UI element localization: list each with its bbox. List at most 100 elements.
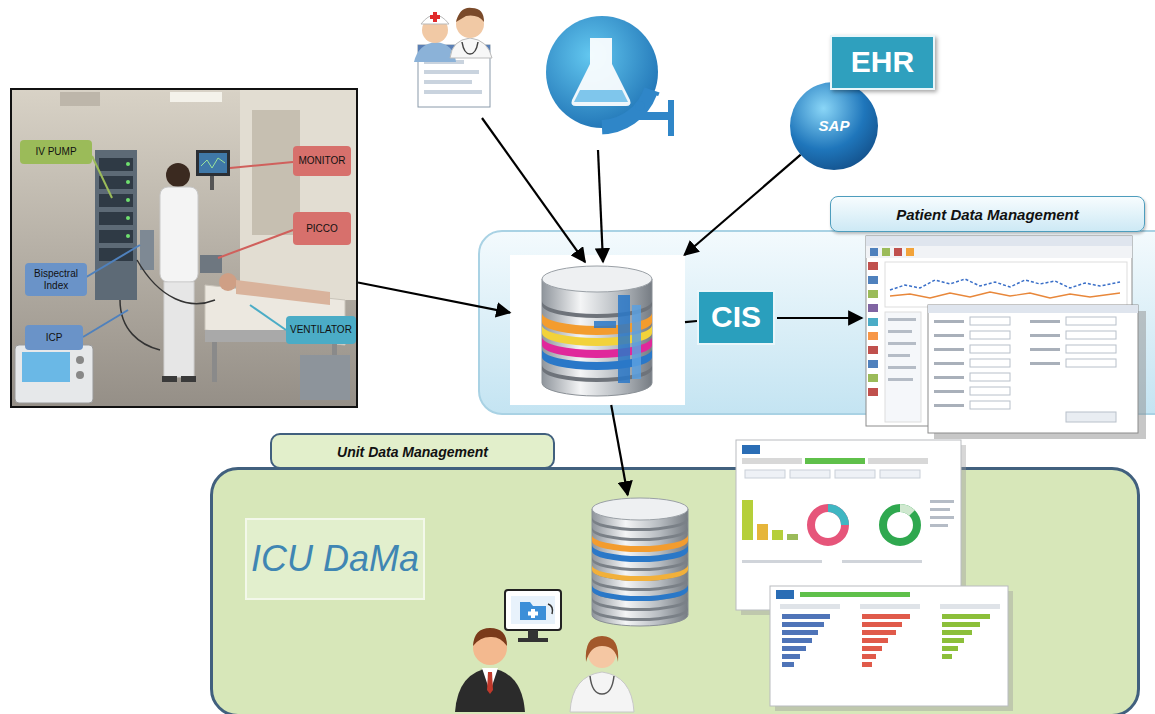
cis-screenshot-part — [868, 318, 878, 326]
cis-screenshot-part — [866, 246, 1132, 258]
cis-screenshot-part — [1030, 334, 1060, 337]
users-icon-part — [520, 602, 546, 620]
dashboard-screens — [736, 440, 1013, 711]
cis-screenshot-part — [934, 390, 964, 393]
users-icon-part — [518, 638, 548, 642]
cis-screenshot-part — [970, 373, 1010, 381]
database-body — [592, 509, 688, 626]
flow-arrow — [358, 283, 510, 313]
cis-screenshot-part — [888, 318, 916, 321]
cis-screenshot-part — [888, 342, 916, 345]
dashboard-screens-part — [742, 560, 822, 563]
icu-photo-part — [99, 230, 133, 243]
dashboard-screens-part — [862, 630, 896, 635]
app-title-box: ICU DaMa — [245, 518, 425, 600]
icu-photo-part — [15, 345, 93, 403]
lab-icon-part — [546, 16, 658, 128]
dashboard-screens-part — [782, 654, 800, 659]
dashboard-screens-part — [828, 508, 845, 525]
cis-screenshot-part — [868, 360, 878, 368]
dashboard-screens-part — [862, 622, 902, 627]
dashboard-screens-part — [742, 445, 760, 454]
cis-screenshot-part — [906, 248, 914, 256]
clinician-icon-part — [414, 42, 456, 62]
clinician-icon — [414, 8, 492, 107]
database-bar — [618, 295, 630, 383]
sap-sphere: SAP — [790, 82, 878, 170]
cis-screenshot-part — [934, 348, 964, 351]
dashboard-screens-part — [782, 662, 794, 667]
icu-photo-part — [22, 352, 70, 382]
cis-screenshot-part — [888, 330, 912, 333]
icu-photo-part — [83, 245, 140, 279]
icu-photo-part — [140, 230, 154, 270]
dashboard-screens-part — [842, 560, 922, 563]
node-label: ICU DaMa — [251, 538, 419, 579]
database-body — [542, 279, 652, 396]
cis-screenshot-part — [890, 279, 1120, 290]
node-label: MONITOR — [298, 155, 345, 167]
icu-photo-part — [196, 150, 230, 176]
static-arrows — [482, 118, 862, 318]
users-icon-part — [455, 668, 525, 712]
cis-screenshot-part — [934, 362, 964, 365]
cis-screenshot-part — [870, 248, 878, 256]
dashboard-screens-part — [942, 630, 972, 635]
icu-photo-part — [76, 356, 84, 364]
equipment-label: MONITOR — [293, 146, 351, 176]
icu-photo-part — [170, 92, 222, 102]
dashboard-screens-part — [930, 524, 948, 527]
lab-icon-part — [635, 101, 645, 111]
dashboard-screens-part — [900, 508, 912, 513]
database-band — [592, 535, 688, 552]
cis-screenshot-part — [868, 374, 878, 382]
dashboard-screens-part — [742, 500, 753, 540]
cis-screenshot-part — [890, 292, 1120, 298]
dashboard-screens-part — [942, 614, 990, 619]
dashboard-screens-part — [782, 646, 806, 651]
lab-icon-part — [668, 100, 674, 136]
cis-screenshot-part — [970, 387, 1010, 395]
node-label: EHR — [851, 45, 914, 80]
dashboard-screens-part — [757, 524, 768, 540]
flow-arrow — [685, 321, 697, 322]
icu-photo-part — [126, 216, 130, 220]
dashboard-screens-part — [930, 508, 950, 511]
cis-screenshot-part — [885, 262, 1127, 307]
database-icon — [580, 495, 700, 630]
clinician-icon-part — [456, 8, 484, 22]
node-label: ICP — [46, 332, 63, 344]
icu-photo-part — [250, 305, 286, 330]
cis-screenshot-part — [868, 332, 878, 340]
cis-screenshot-part — [868, 276, 878, 284]
dashboard-screens-part — [942, 622, 980, 627]
database-icon — [580, 495, 700, 630]
static-arrows-part — [482, 118, 585, 262]
users-icon-part — [528, 630, 538, 638]
users-icon — [455, 590, 634, 712]
database-band — [592, 527, 688, 541]
node-label: IV PUMP — [35, 146, 76, 158]
clinician-icon-part — [424, 80, 472, 84]
cis-screenshot-part — [868, 346, 878, 354]
dashboard-screens-part — [880, 470, 920, 478]
dashboard-screens-part — [790, 470, 830, 478]
cis-screenshot-part — [888, 378, 913, 381]
icu-photo-part — [137, 260, 215, 304]
icu-photo-part — [164, 282, 194, 377]
database-band — [592, 607, 688, 621]
panel-heading: Patient Data Management — [830, 196, 1145, 232]
equipment-label: Bispectral Index — [25, 263, 87, 296]
equipment-label: IV PUMP — [20, 140, 92, 164]
cis-screenshot-part — [1066, 412, 1116, 422]
cis-screenshot-part — [1066, 345, 1116, 353]
icu-photo-part — [212, 342, 217, 382]
dashboard-screens-part — [811, 508, 845, 542]
dashboard-screens-part — [787, 534, 798, 540]
dashboard-screens-part — [800, 592, 910, 597]
dashboard-screens-part — [862, 638, 888, 643]
static-arrows-part — [598, 150, 603, 262]
icu-photo-part — [126, 234, 130, 238]
